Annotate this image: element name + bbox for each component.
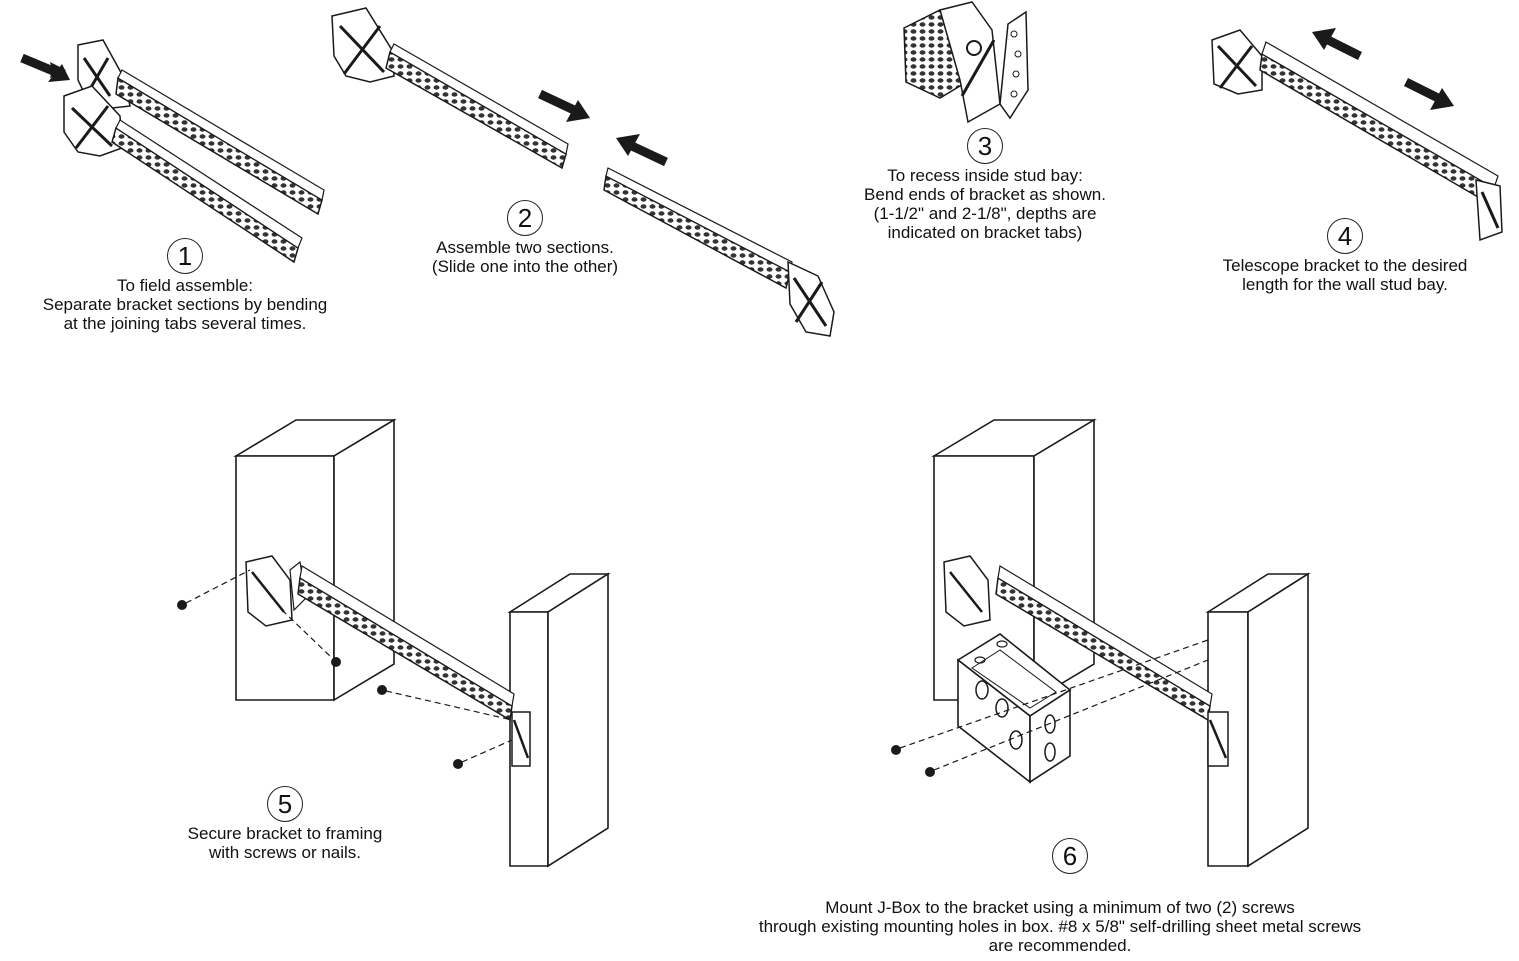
step-2: 2 Assemble two sections. (Slide one into… [380,200,670,276]
step6-junction-box [956,633,1072,784]
step-5-line-1: Secure bracket to framing [187,824,383,843]
step-6-number-wrap: 6 [1030,838,1110,876]
step1-bracket-upper [77,39,325,216]
step-3-line-2: Bend ends of bracket as shown. [864,185,1106,204]
step5-screw-3 [377,685,387,695]
step5-screw-4 [453,759,463,769]
step5-screws [177,569,513,769]
step-6-line-1: Mount J-Box to the bracket using a minim… [825,898,1295,917]
step-1-line-3: at the joining tabs several times. [63,314,307,333]
step4-arrow-left [1312,28,1363,61]
step-4-number: 4 [1327,218,1363,254]
step-5-number: 5 [267,786,303,822]
step2-bracket-lower [603,167,835,337]
step-1-line-1: To field assemble: [116,276,254,295]
step-2-line-2: (Slide one into the other) [431,257,619,276]
step-2-number: 2 [507,200,543,236]
step-3-line-3: (1-1/2" and 2-1/8", depths are [873,204,1097,223]
step-3-line-1: To recess inside stud bay: [887,166,1083,185]
step-1: 1 To field assemble: Separate bracket se… [0,238,370,333]
step1-bracket-lower [63,85,303,264]
step2-arrow-right [538,89,590,122]
step-5-line-2: with screws or nails. [208,843,362,862]
step-1-number: 1 [167,238,203,274]
step-4-line-1: Telescope bracket to the desired [1222,256,1468,275]
step-1-line-2: Separate bracket sections by bending [42,295,328,314]
step-3-line-4: indicated on bracket tabs) [887,223,1083,242]
step-6: Mount J-Box to the bracket using a minim… [660,898,1460,955]
step-6-number: 6 [1052,838,1088,874]
step6-screw-1 [891,745,901,755]
step2-bracket-upper [331,7,569,170]
step5-illustration [177,418,611,868]
step2-illustration [331,7,835,337]
step4-illustration [1211,28,1503,242]
step-6-line-2: through existing mounting holes in box. … [758,917,1362,936]
step2-arrow-left [616,134,668,167]
step-4: 4 Telescope bracket to the desired lengt… [1180,218,1510,294]
step-3: 3 To recess inside stud bay: Bend ends o… [830,128,1140,242]
step5-screw-2 [331,657,341,667]
step5-bracket [245,555,531,767]
step6-screw-2 [925,767,935,777]
step-4-line-2: length for the wall stud bay. [1242,275,1448,294]
step5-stud-right [507,572,611,868]
step-6-line-3: are recommended. [988,936,1132,955]
step4-arrow-right [1403,77,1454,110]
step5-screw-1 [177,600,187,610]
step6-bracket [943,555,1229,767]
step1-illustration [20,39,325,264]
step6-screws [891,639,1209,777]
step-2-line-1: Assemble two sections. [436,238,614,257]
step6-illustration [891,418,1311,868]
step-3-number: 3 [967,128,1003,164]
step-5: 5 Secure bracket to framing with screws … [150,786,420,862]
step3-illustration [903,1,1029,124]
